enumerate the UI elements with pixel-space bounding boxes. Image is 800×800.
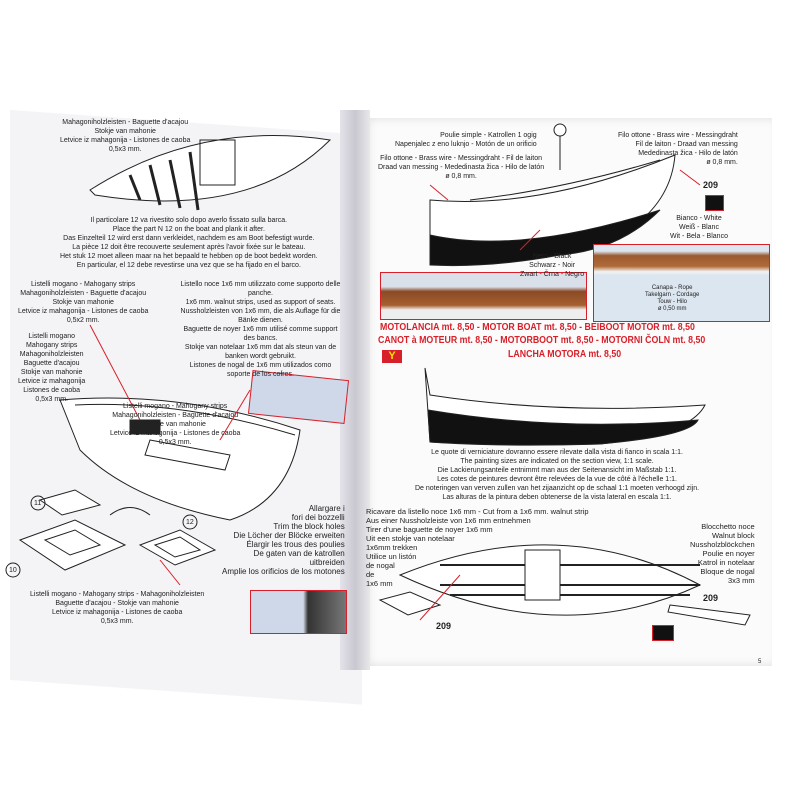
y-badge: Y [382, 350, 402, 363]
brass-wire-left-label: Filo ottone - Brass wire - Messingdraht … [378, 155, 545, 180]
title-line-3: LANCHA MOTORA mt. 8,50 [508, 349, 622, 360]
part-209-right-label: 209 [703, 593, 719, 603]
plan-view-boat-drawing [378, 544, 751, 626]
part12-note: Il particolare 12 va rivestito solo dopo… [60, 217, 318, 269]
part-209-label: 209 [703, 180, 719, 190]
part-number-12: 12 [186, 519, 194, 526]
photo-drill [250, 590, 347, 634]
part-number-11: 11 [34, 500, 42, 507]
part-209-badge [652, 625, 674, 641]
photo-boat-with-rope [593, 244, 770, 322]
left-boat-drawing [59, 397, 301, 521]
walnut-cut-label: Ricavare da listello noce 1x6 mm - Cut f… [366, 507, 589, 588]
walnut-support-label: Listello noce 1x6 mm utilizzato come sup… [180, 281, 341, 378]
title-line-2: CANOT à MOTEUR mt. 8,50 - MOTORBOOT mt. … [378, 335, 706, 346]
side-view-boat-drawing [424, 367, 706, 446]
part-209-left-label: 209 [436, 621, 452, 631]
painting-note: Le quote di verniciature dovranno essere… [415, 449, 700, 501]
page-number: 5 [758, 659, 762, 665]
mahogany-bottom-label: Listelli mogano - Mahogany strips - Maha… [30, 591, 205, 625]
title-line-1: MOTOLANCIA mt. 8,50 - MOTOR BOAT mt. 8,5… [380, 322, 695, 333]
part-drawings [5, 489, 217, 578]
part-number-10: 10 [9, 567, 17, 574]
photo-wooden-boat [380, 272, 587, 320]
part-209-badge [705, 195, 724, 211]
top-boat-plan-drawing [89, 135, 332, 211]
right-top-boat-drawing [429, 123, 676, 267]
